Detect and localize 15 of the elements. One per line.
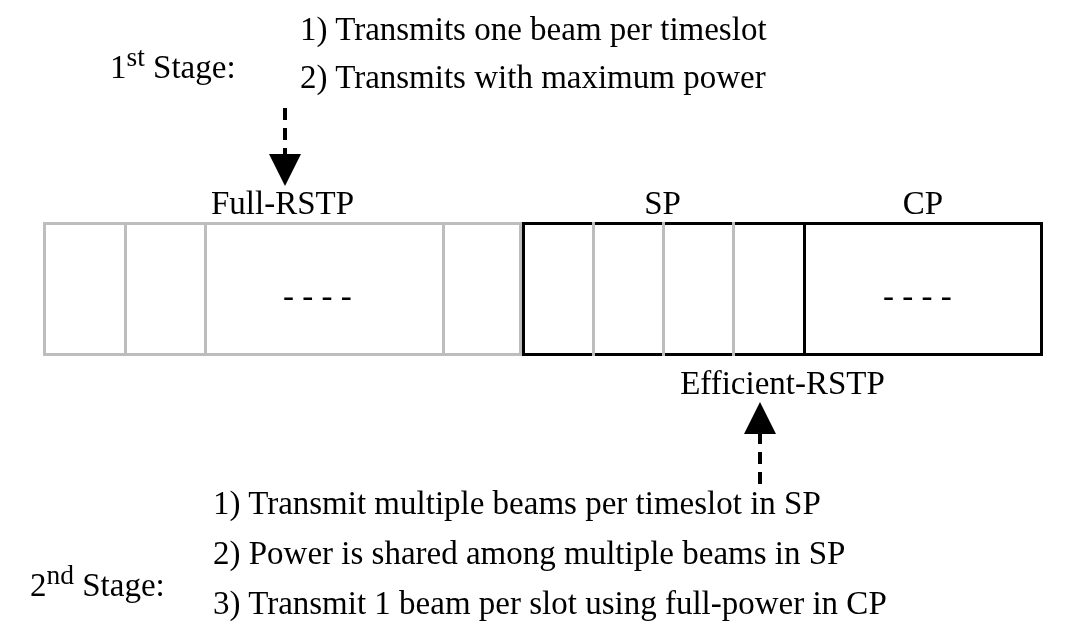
list-item: 2) Transmits with maximum power (300, 58, 766, 96)
segment-label: CP (902, 184, 944, 222)
list-item: 2) Power is shared among multiple beams in SP (213, 534, 846, 572)
stage-label: 1$^{st}$ Stage: (110, 40, 236, 86)
frame-label: Efficient-RSTP (680, 364, 885, 402)
list-item: 1) Transmit multiple beams per timeslot in SP (213, 484, 821, 522)
dashed-arrow (744, 402, 776, 484)
ellipsis-text: - - - - (883, 277, 952, 315)
stage-label: 2$^{nd}$ Stage: (30, 558, 165, 604)
frame-label: Full-RSTP (210, 184, 355, 222)
dashed-arrow (269, 108, 301, 186)
list-item: 3) Transmit 1 beam per slot using full-power in CP (213, 584, 887, 622)
list-item: 1) Transmits one beam per timeslot (300, 10, 767, 48)
ellipsis-text: - - - - (283, 277, 352, 315)
segment-label: SP (644, 184, 681, 222)
